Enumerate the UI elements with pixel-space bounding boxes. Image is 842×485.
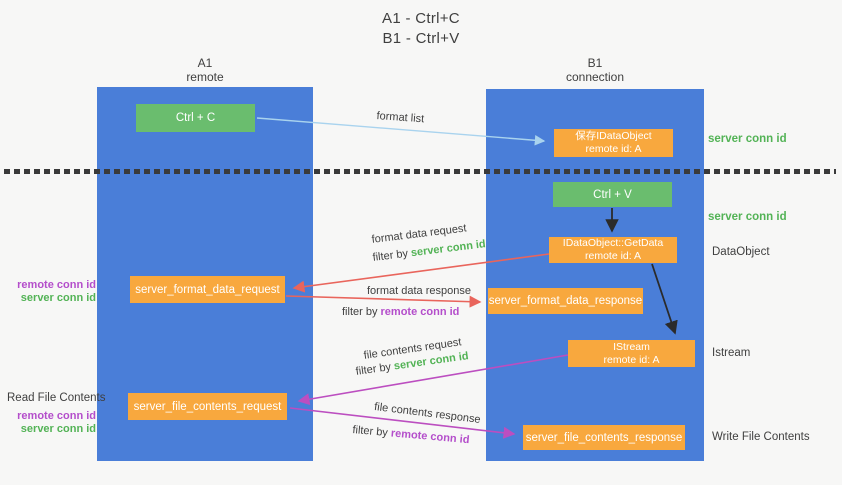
server-file-contents-response-node: server_file_contents_response — [523, 425, 685, 450]
title-line-2: B1 - Ctrl+V — [382, 30, 460, 47]
remote-conn-id-text: remote conn id — [380, 306, 460, 318]
remote-conn-id-annotation: remote conn id — [17, 279, 96, 291]
server-conn-id-annotation: server conn id — [20, 423, 96, 435]
format-list-label: format list — [376, 110, 425, 126]
server-format-data-response-label: server_format_data_response — [488, 295, 643, 307]
ctrl-v-node: Ctrl + V — [553, 182, 672, 207]
istream-annotation: Istream — [712, 347, 751, 359]
istream-line2: remote id: A — [603, 353, 660, 366]
diagram-title: A1 - Ctrl+C B1 - Ctrl+V — [0, 9, 842, 49]
title-line-1: A1 - Ctrl+C — [382, 10, 460, 27]
istream-node: IStream remote id: A — [568, 340, 695, 367]
server-conn-id-annotation-top: server conn id — [708, 133, 787, 145]
column-b1-role: connection — [565, 70, 625, 84]
save-idataobject-node: 保存IDataObject remote id: A — [554, 129, 673, 157]
format-data-response-label: format data response — [367, 285, 471, 297]
server-conn-id-annotation-mid: server conn id — [708, 211, 787, 223]
idataobject-getdata-line2: remote id: A — [584, 250, 642, 262]
conn-id-pair-file: remote conn id server conn id — [8, 410, 96, 436]
column-header-b1: B1 connection — [486, 56, 704, 84]
ctrl-c-label: Ctrl + C — [175, 112, 216, 124]
column-a1-name: A1 — [197, 56, 213, 70]
filter-by-remote-conn-id-label-1: filter by remote conn id — [342, 306, 459, 318]
filter-by-remote-conn-id-label-2: filter by remote conn id — [352, 424, 470, 446]
istream-line1: IStream — [613, 340, 650, 353]
conn-id-pair-format: remote conn id server conn id — [8, 279, 96, 305]
server-file-contents-request-node: server_file_contents_request — [128, 393, 287, 420]
server-file-contents-request-label: server_file_contents_request — [133, 400, 282, 413]
remote-conn-id-annotation: remote conn id — [17, 410, 96, 422]
column-a1-role: remote — [186, 70, 224, 84]
save-idataobject-line1: 保存IDataObject — [575, 130, 652, 142]
server-format-data-response-node: server_format_data_response — [488, 288, 643, 314]
server-format-data-request-label: server_format_data_request — [135, 283, 280, 296]
dataobject-annotation: DataObject — [712, 246, 770, 258]
ctrl-v-label: Ctrl + V — [593, 188, 632, 201]
save-idataobject-line2: remote id: A — [585, 143, 642, 155]
server-conn-id-annotation: server conn id — [20, 292, 96, 304]
filter-by-text: filter by — [355, 361, 392, 378]
ctrl-c-node: Ctrl + C — [136, 104, 255, 132]
phase-divider-dotted-line — [4, 169, 836, 174]
filter-by-text: filter by — [372, 247, 409, 264]
filter-by-text: filter by — [351, 424, 389, 440]
column-b1-name: B1 — [587, 56, 603, 70]
file-contents-response-label: file contents response — [373, 401, 482, 426]
column-header-a1: A1 remote — [97, 56, 313, 84]
server-file-contents-response-label: server_file_contents_response — [525, 431, 683, 444]
server-conn-id-text: server conn id — [410, 238, 487, 260]
read-file-contents-annotation: Read File Contents — [7, 392, 106, 404]
idataobject-getdata-line1: IDataObject::GetData — [562, 237, 664, 249]
filter-by-text: filter by — [342, 306, 378, 318]
idataobject-getdata-node: IDataObject::GetData remote id: A — [549, 237, 677, 263]
remote-conn-id-text: remote conn id — [390, 427, 470, 447]
write-file-contents-annotation: Write File Contents — [712, 431, 810, 443]
server-format-data-request-node: server_format_data_request — [130, 276, 285, 303]
